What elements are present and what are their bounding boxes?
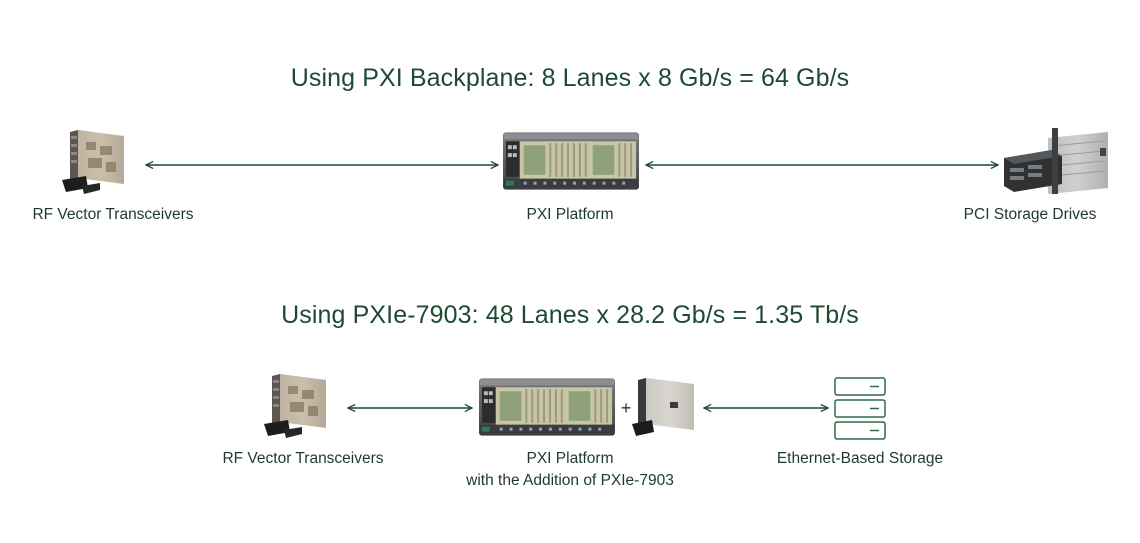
section2-center-label-line2: with the Addition of PXIe-7903 xyxy=(466,472,674,489)
section1-rf-vector-transceivers-image xyxy=(62,130,124,194)
ethernet-storage-icon xyxy=(834,377,886,440)
section1-left-label: RF Vector Transceivers xyxy=(32,206,194,223)
section1-center-label: PXI Platform xyxy=(526,206,614,223)
section2-pxi-platform-image xyxy=(478,378,616,436)
section1-right-label: PCI Storage Drives xyxy=(963,206,1097,223)
section2-center-label-line1: PXI Platform xyxy=(526,450,614,467)
section1-pci-storage-drives-image xyxy=(1004,128,1108,194)
section2-right-label: Ethernet-Based Storage xyxy=(776,450,944,467)
pxie-7903-module-image xyxy=(632,378,694,436)
section1-pxi-platform-image xyxy=(502,132,640,190)
section2-left-label: RF Vector Transceivers xyxy=(222,450,384,467)
plus-sign: + xyxy=(621,398,632,418)
section2-title: Using PXIe-7903: 48 Lanes x 28.2 Gb/s = … xyxy=(281,301,859,329)
section1-title: Using PXI Backplane: 8 Lanes x 8 Gb/s = … xyxy=(290,64,850,92)
section2-rf-vector-transceivers-image xyxy=(264,374,326,438)
